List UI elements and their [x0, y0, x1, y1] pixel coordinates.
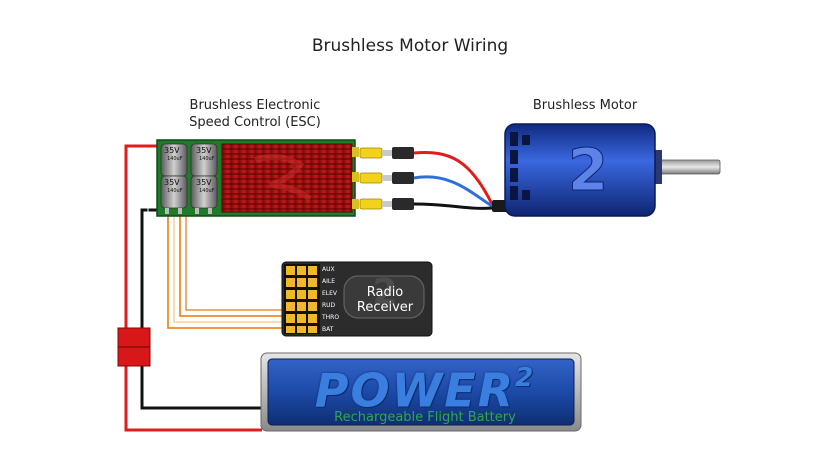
brushless-motor: 2: [504, 123, 721, 217]
battery-subtitle: Rechargeable Flight Battery: [334, 410, 516, 425]
capacitor-value: 140uF: [167, 156, 183, 162]
throttle-signal-wires: [167, 214, 286, 329]
capacitor-value: 140uF: [167, 188, 183, 194]
flight-battery: [260, 352, 582, 432]
capacitor-value: 140uF: [199, 188, 215, 194]
battery-connector: [117, 327, 151, 367]
esc-label: Brushless Electronic Speed Control (ESC): [150, 97, 360, 131]
esc: [156, 139, 359, 217]
channel-label-bat: BAT: [322, 326, 334, 333]
esc-capacitors: [160, 143, 218, 214]
battery-brand-sup: 2: [515, 363, 536, 393]
capacitor-voltage: 35V: [196, 146, 212, 155]
channel-label-aux: AUX: [322, 266, 335, 273]
receiver-pin-header: [286, 266, 317, 333]
capacitor-value: 140uF: [199, 156, 215, 162]
receiver-logo: 2: [372, 272, 397, 313]
channel-label-thro: THRO: [322, 314, 340, 321]
battery-brand-text: POWER: [314, 363, 516, 418]
channel-label-rud: RUD: [322, 302, 336, 309]
battery-brand: POWER2: [270, 357, 580, 415]
motor-connectors: [359, 147, 414, 210]
battery-wires: [124, 144, 262, 432]
channel-label-elev: ELEV: [322, 290, 338, 297]
channel-label-aile: AILE: [322, 278, 336, 285]
esc-label-line2: Speed Control (ESC): [189, 115, 321, 130]
receiver-label: Radio Receiver: [356, 285, 414, 315]
capacitor-voltage: 35V: [196, 178, 212, 187]
diagram-title: Brushless Motor Wiring: [311, 36, 509, 56]
capacitor-voltage: 35V: [164, 178, 180, 187]
capacitor-voltage: 35V: [164, 146, 180, 155]
radio-receiver: 2: [281, 261, 433, 337]
esc-label-line1: Brushless Electronic: [189, 98, 321, 113]
motor-logo: 2: [568, 136, 608, 204]
motor-label: Brushless Motor: [532, 98, 638, 113]
